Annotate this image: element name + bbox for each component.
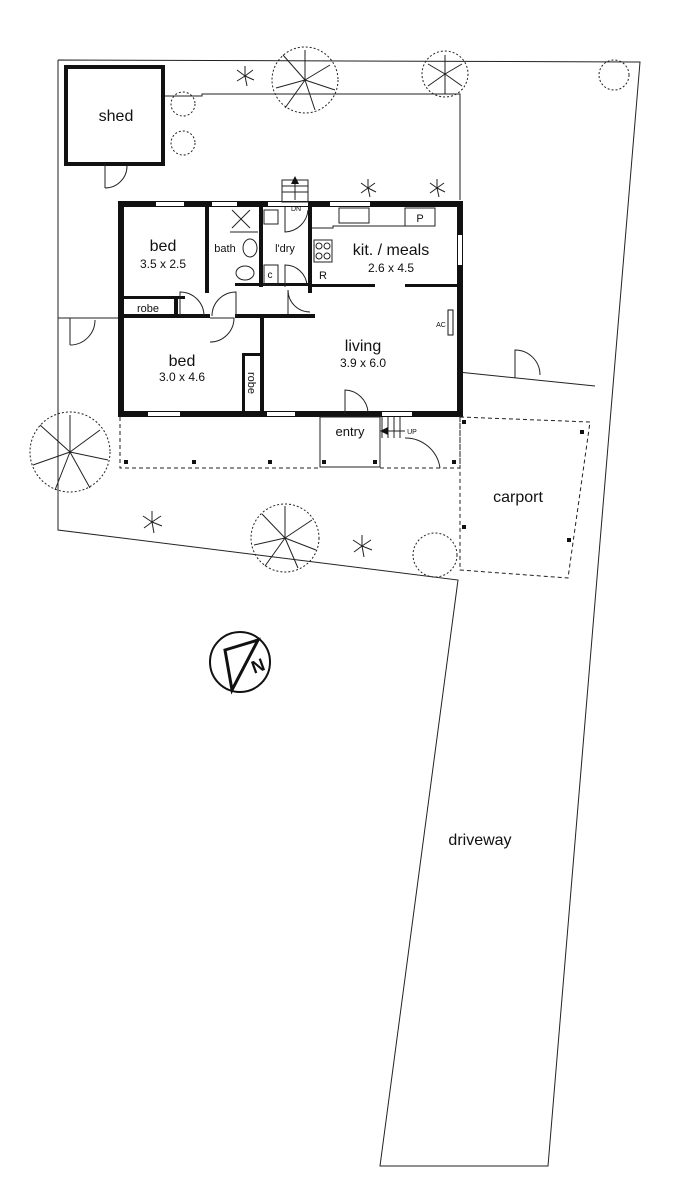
- carport-label: carport: [493, 489, 543, 506]
- down-label: DN: [291, 206, 301, 213]
- front-steps: UP: [380, 417, 441, 469]
- bed1-label: bed: [150, 238, 177, 255]
- shrub-icon: [429, 179, 446, 198]
- bed2-size: 3.0 x 4.6: [159, 370, 205, 384]
- laundry-label: l'dry: [275, 243, 295, 255]
- cupboard-label: c: [268, 270, 273, 281]
- tree-icon: [271, 46, 339, 114]
- up-label: UP: [407, 429, 417, 436]
- veranda: [119, 416, 591, 579]
- robe1-label: robe: [137, 303, 159, 315]
- shrub-icon: [352, 535, 373, 558]
- tree-icons: [29, 46, 630, 578]
- kitchen-size: 2.6 x 4.5: [368, 261, 414, 275]
- shrub-icon: [236, 66, 255, 87]
- shed-label: shed: [99, 108, 134, 125]
- tree-icon: [29, 411, 111, 493]
- shrub-icon: [360, 179, 377, 198]
- tree-icon: [170, 91, 196, 117]
- kitchen-label: kit. / meals: [353, 242, 429, 259]
- posts: [124, 420, 584, 542]
- shed: shed: [64, 65, 165, 189]
- house-walls: [118, 201, 463, 417]
- bed2-label: bed: [169, 353, 196, 370]
- living-label: living: [345, 338, 381, 355]
- tree-icon: [598, 59, 630, 91]
- living-size: 3.9 x 6.0: [340, 356, 386, 370]
- lot-boundary: [57, 59, 641, 1167]
- ac-label: AC: [436, 322, 446, 329]
- pantry-label: P: [416, 213, 423, 225]
- robe2-label: robe: [245, 372, 257, 394]
- shrub-icon: [142, 511, 163, 534]
- tree-icon: [250, 503, 320, 573]
- bath-label: bath: [214, 243, 235, 255]
- bed1-size: 3.5 x 2.5: [140, 257, 186, 271]
- entry-label: entry: [336, 424, 365, 439]
- tree-icon: [412, 532, 458, 578]
- fridge-label: R: [319, 270, 327, 282]
- north-compass-icon: N: [209, 631, 271, 695]
- tree-icon: [170, 130, 196, 156]
- tree-icon: [421, 50, 469, 98]
- rear-steps: DN: [281, 176, 309, 213]
- driveway-label: driveway: [448, 832, 511, 849]
- north-label: N: [248, 654, 267, 677]
